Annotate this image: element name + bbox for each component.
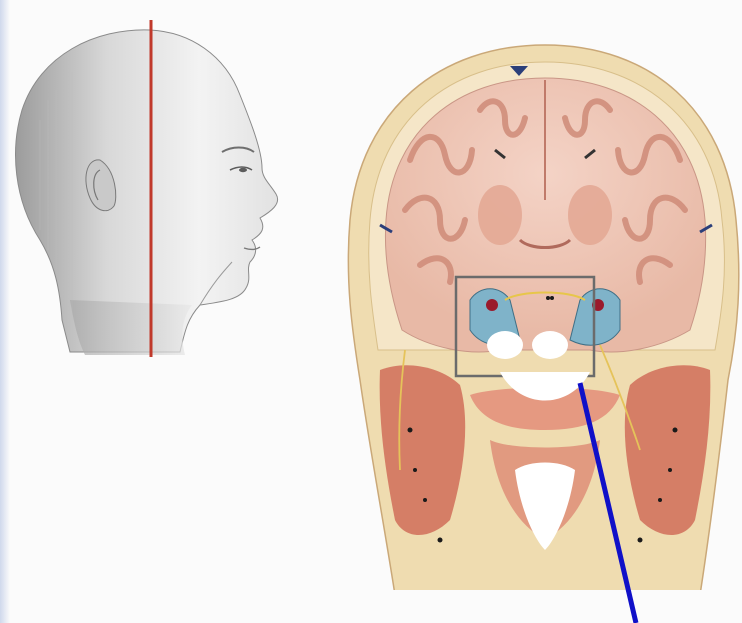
facial-muscles: [380, 365, 711, 550]
